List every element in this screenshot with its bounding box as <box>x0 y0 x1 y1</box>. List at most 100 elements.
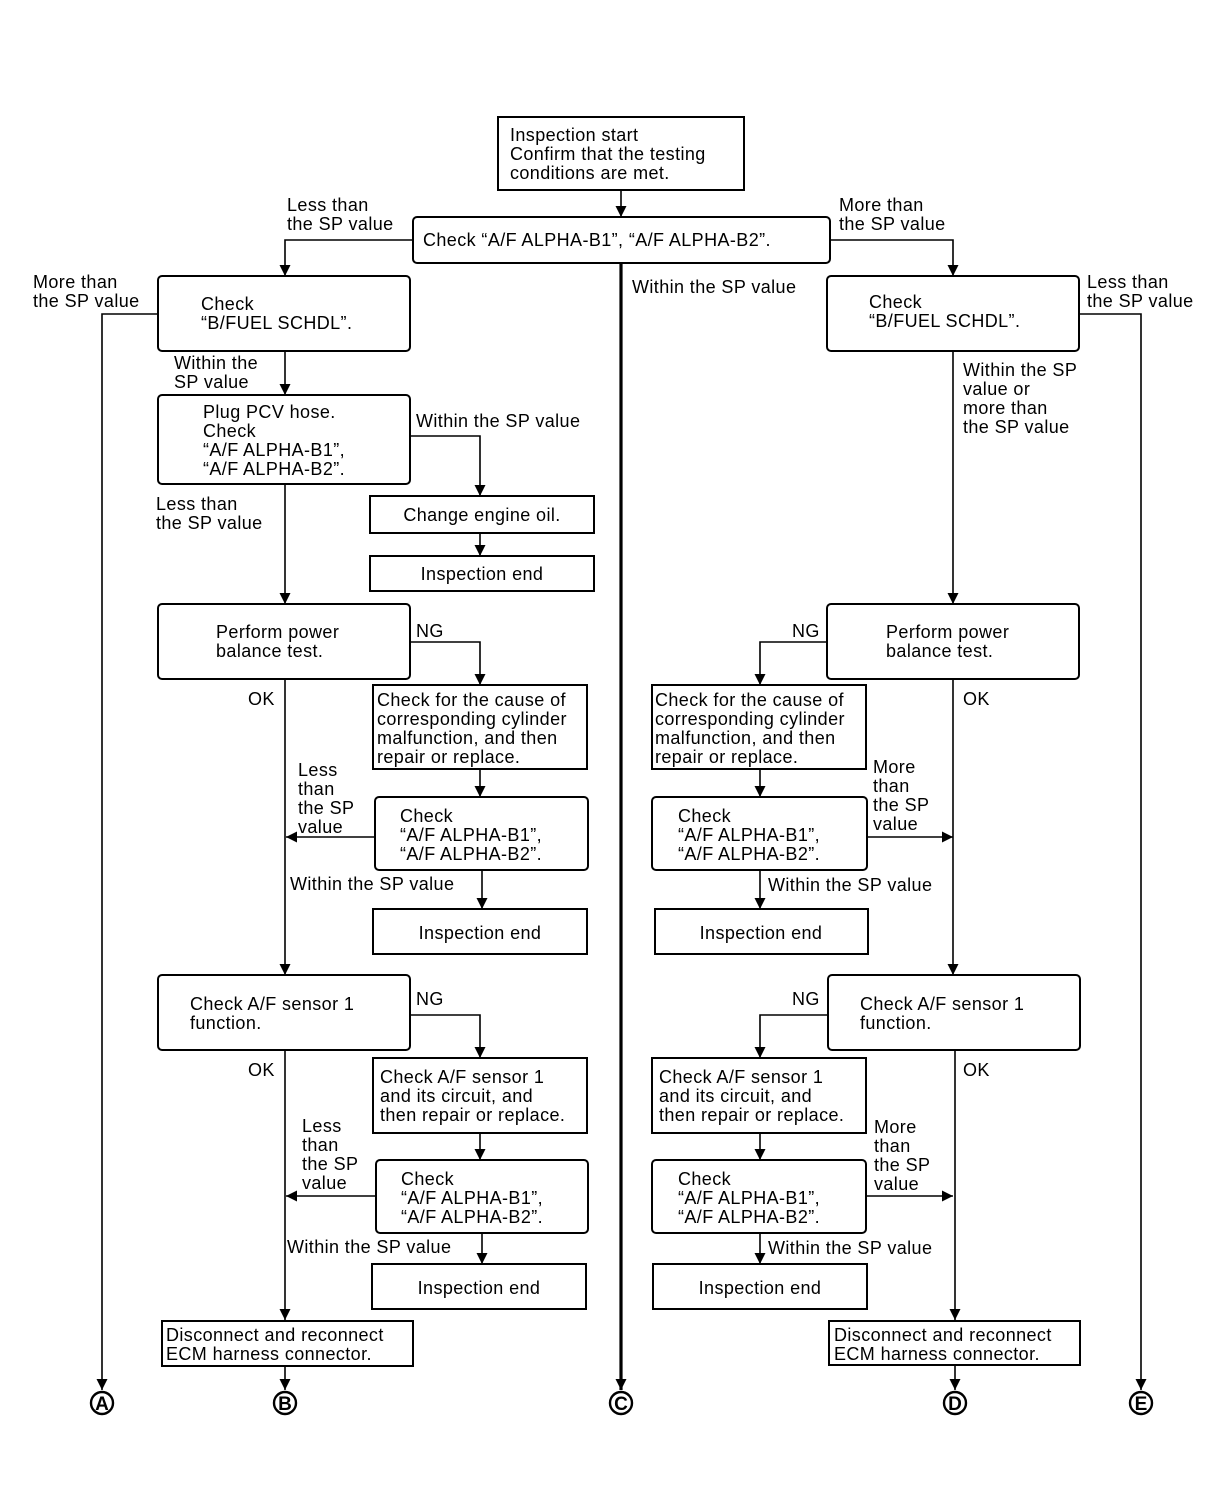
box-left-check3 <box>375 1159 589 1234</box>
text-end1-line: Inspection end <box>421 564 544 584</box>
label-more-right3-line: value <box>874 1174 919 1194</box>
terminal-b-label: B <box>278 1394 292 1415</box>
text-left-fuel-line: Check <box>201 294 255 314</box>
terminal-a <box>89 1390 115 1416</box>
text-left-check2-line: “A/F ALPHA-B2”. <box>400 844 542 864</box>
text-left-cause-line: corresponding cylinder <box>377 709 567 729</box>
box-right-end2 <box>654 908 869 955</box>
text-left-check3-line: “A/F ALPHA-B1”, <box>401 1188 543 1208</box>
box-left-sensor-circuit <box>372 1057 588 1134</box>
label-less-pcv-line: the SP value <box>156 513 263 533</box>
arrow-left-sensor-ng <box>410 1014 486 1058</box>
label-more-right2-line: the SP <box>873 795 929 815</box>
text-left-ecm-line: ECM harness connector. <box>166 1344 372 1364</box>
text-left-end3: Inspection end <box>418 1278 541 1298</box>
text-right-check2-line: “A/F ALPHA-B1”, <box>678 825 820 845</box>
text-right-ecm-line: ECM harness connector. <box>834 1344 1040 1364</box>
box-right-end3 <box>652 1263 868 1310</box>
text-pcv-line: “A/F ALPHA-B1”, <box>203 440 345 460</box>
arrow-less-to-left-fuel <box>279 239 413 276</box>
label-within-right3-line: Within the SP value <box>768 1238 932 1258</box>
boxes <box>157 116 1081 1367</box>
terminal-c-label: C <box>614 1394 628 1415</box>
text-left-check3: Check“A/F ALPHA-B1”,“A/F ALPHA-B2”. <box>401 1169 543 1227</box>
text-left-sensor-line: function. <box>190 1013 262 1033</box>
label-within-right2-line: Within the SP value <box>768 875 932 895</box>
text-right-fuel: Check“B/FUEL SCHDL”. <box>869 292 1020 331</box>
text-pcv-line: Plug PCV hose. <box>203 402 336 422</box>
box-right-check2 <box>651 796 868 871</box>
box-left-end3 <box>371 1263 587 1310</box>
label-less-top-line: the SP value <box>287 214 394 234</box>
text-right-end3: Inspection end <box>699 1278 822 1298</box>
text-oil-line: Change engine oil. <box>403 505 560 525</box>
box-pcv <box>157 394 411 485</box>
label-within-pcv: Within the SP value <box>416 411 580 431</box>
label-within-left3-line: Within the SP value <box>287 1237 451 1257</box>
arrow-more-to-right-fuel <box>830 239 959 276</box>
label-within-center: Within the SP value <box>632 277 796 297</box>
text-pcv-line: “A/F ALPHA-B2”. <box>203 459 345 479</box>
label-ok-right1: OK <box>963 689 990 709</box>
box-left-power <box>157 603 411 680</box>
text-left-check3-line: Check <box>401 1169 455 1189</box>
text-left-cause-line: repair or replace. <box>377 747 520 767</box>
connectors <box>96 190 1147 1390</box>
label-within-right-fuel-line: Within the SP <box>963 360 1077 380</box>
label-within-center-line: Within the SP value <box>632 277 796 297</box>
label-within-left3: Within the SP value <box>287 1237 451 1257</box>
text-right-fuel-line: Check <box>869 292 923 312</box>
box-check-alpha <box>412 216 831 264</box>
label-more-right3-line: More <box>874 1117 917 1137</box>
text-left-end2-line: Inspection end <box>419 923 542 943</box>
text-right-check3-line: “A/F ALPHA-B1”, <box>678 1188 820 1208</box>
label-ng-right1-line: NG <box>792 621 820 641</box>
label-within-right-fuel-line: more than <box>963 398 1048 418</box>
box-left-ecm <box>161 1320 414 1367</box>
box-right-sensor-circuit <box>651 1057 867 1134</box>
text-pcv-line: Check <box>203 421 257 441</box>
box-left-fuel <box>157 275 411 352</box>
label-ng-left1-line: NG <box>416 621 444 641</box>
box-right-sensor <box>827 974 1081 1051</box>
label-less-far-right-line: the SP value <box>1087 291 1194 311</box>
text-right-sensor-circuit-line: Check A/F sensor 1 <box>659 1067 823 1087</box>
terminal-b <box>272 1390 298 1416</box>
label-ok-left2-line: OK <box>248 1060 275 1080</box>
text-right-check3-line: “A/F ALPHA-B2”. <box>678 1207 820 1227</box>
terminal-d <box>942 1390 968 1416</box>
label-more-top-line: the SP value <box>839 214 946 234</box>
box-right-fuel <box>826 275 1080 352</box>
label-less-left2-line: than <box>298 779 335 799</box>
label-more-right2-line: value <box>873 814 918 834</box>
terminal-a-label: A <box>95 1394 109 1415</box>
label-within-right-fuel-line: the SP value <box>963 417 1070 437</box>
box-oil <box>369 495 595 534</box>
text-right-check2: Check“A/F ALPHA-B1”,“A/F ALPHA-B2”. <box>678 806 820 864</box>
box-left-check2 <box>374 796 589 871</box>
arrow-left-power-ng <box>410 641 486 685</box>
text-right-end2: Inspection end <box>700 923 823 943</box>
text-right-power-line: Perform power <box>886 622 1009 642</box>
text-left-power-line: balance test. <box>216 641 323 661</box>
text-start-line: Confirm that the testing <box>510 144 706 164</box>
label-within-right2: Within the SP value <box>768 875 932 895</box>
box-left-cause <box>372 684 588 770</box>
text-end1: Inspection end <box>421 564 544 584</box>
label-more-top-line: More than <box>839 195 924 215</box>
